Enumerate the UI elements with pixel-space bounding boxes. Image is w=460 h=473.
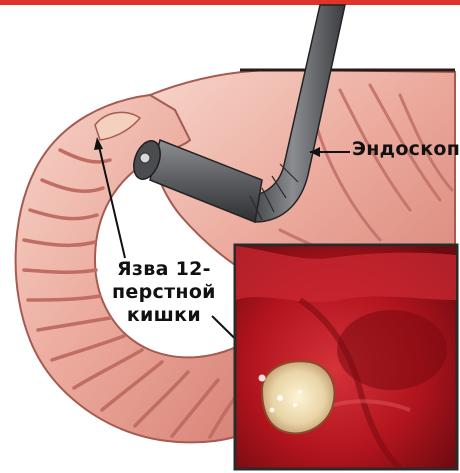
ulcer-lesion xyxy=(262,361,334,433)
ulcer-label-line-2: перстной xyxy=(112,281,216,304)
endoscopic-view-inset xyxy=(235,245,457,469)
ulcer-label-line-1: Язва 12- xyxy=(112,258,216,281)
endoscope-label: Эндоскоп xyxy=(352,138,460,160)
ulcer-label-line-3: кишки xyxy=(112,304,216,327)
ulcer-label: Язва 12- перстной кишки xyxy=(112,258,216,327)
